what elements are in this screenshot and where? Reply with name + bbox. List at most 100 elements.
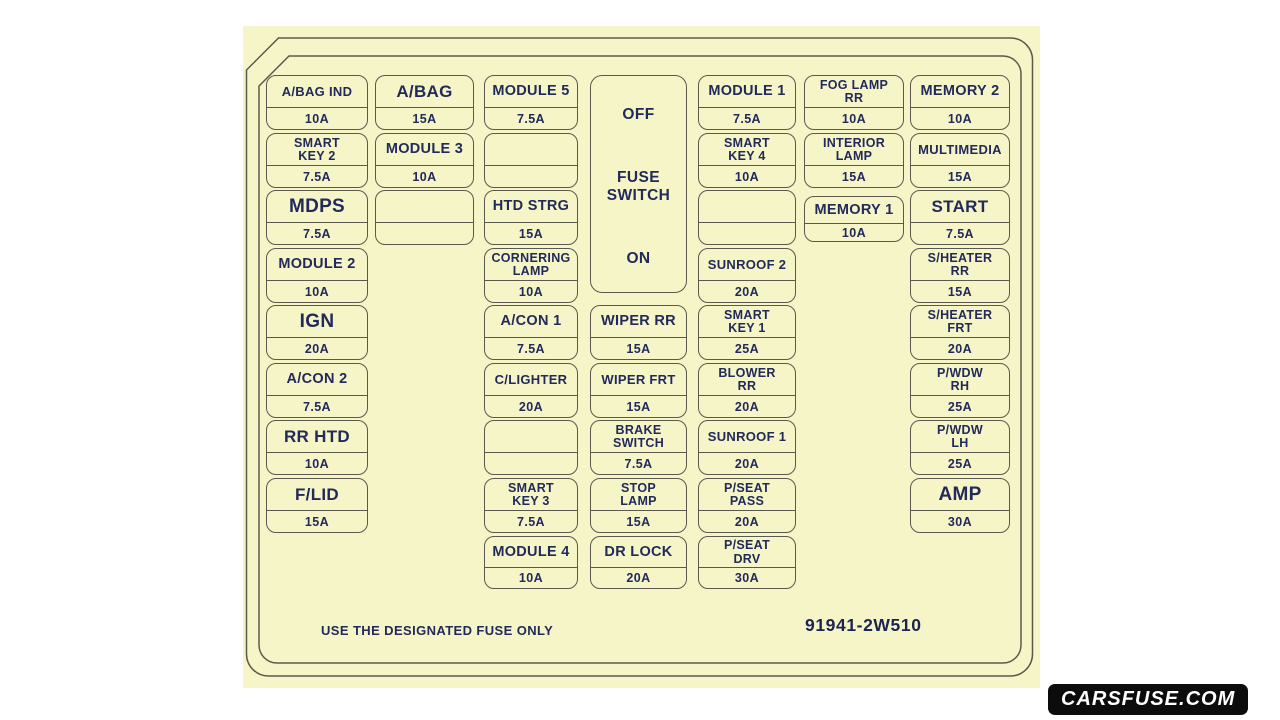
- fuse-amp-rating: 10A: [267, 452, 367, 474]
- fuse-label: P/WDW LH: [937, 422, 983, 450]
- fuse-amp-rating: 25A: [911, 395, 1009, 417]
- fuse-amp-rating: 20A: [699, 395, 795, 417]
- fuse-amp-rating: 7.5A: [267, 165, 367, 187]
- fuse-amp-rating: 7.5A: [699, 107, 795, 129]
- fuse-label: A/BAG: [396, 81, 453, 101]
- fuse-label: MODULE 1: [708, 83, 786, 100]
- fuse-label: IGN: [299, 310, 335, 332]
- fuse-amp-rating: 10A: [267, 107, 367, 129]
- fuse-amp-rating: 10A: [805, 107, 903, 129]
- fuse-switch-on-label: ON: [626, 250, 651, 267]
- panel-outline-inner: [258, 55, 1022, 664]
- fuse-label: SUNROOF 1: [707, 428, 787, 444]
- fuse-label: SMART KEY 1: [724, 307, 770, 335]
- fuse-amp-rating: 15A: [805, 165, 903, 187]
- fuse-amp-rating: 7.5A: [485, 510, 577, 532]
- panel-outline: [245, 37, 1034, 677]
- fuse-box-empty: [375, 190, 474, 245]
- fuse-label: A/CON 2: [286, 371, 348, 388]
- fuse-amp-rating: 10A: [485, 567, 577, 588]
- fuse-label: A/CON 1: [500, 313, 562, 330]
- fuse-amp-rating: 15A: [591, 395, 686, 417]
- fuse-box-empty: [484, 420, 578, 475]
- fuse-label: MEMORY 2: [920, 83, 1000, 100]
- fuse-box-module-4: MODULE 4 10A: [484, 536, 578, 589]
- fuse-label: SMART KEY 4: [724, 135, 770, 163]
- fuse-amp-rating: 10A: [911, 107, 1009, 129]
- fuse-label: FOG LAMP RR: [819, 77, 889, 105]
- fuse-box-module-5: MODULE 5 7.5A: [484, 75, 578, 130]
- fuse-label: RR HTD: [283, 426, 350, 446]
- fuse-label: AMP: [938, 483, 982, 505]
- fuse-box-a-bag: A/BAG 15A: [375, 75, 474, 130]
- fuse-amp-rating: [376, 222, 473, 244]
- carsfuse-watermark-badge: CARSFUSE.COM: [1048, 684, 1249, 715]
- fuse-amp-rating: 10A: [485, 280, 577, 302]
- fuse-box-empty: [698, 190, 796, 245]
- fuse-amp-rating: [699, 222, 795, 244]
- fuse-label: P/SEAT PASS: [723, 480, 771, 508]
- fuse-amp-rating: 10A: [699, 165, 795, 187]
- fuse-label: CORNERING LAMP: [491, 250, 571, 278]
- fuse-amp-rating: 7.5A: [485, 337, 577, 359]
- fuse-amp-rating: 15A: [591, 337, 686, 359]
- fuse-amp-rating: 7.5A: [267, 395, 367, 417]
- fuse-switch-box: OFF FUSE SWITCH ON: [590, 75, 687, 293]
- fuse-label: DR LOCK: [604, 543, 673, 560]
- fuse-amp-rating: 15A: [911, 280, 1009, 302]
- fuse-label: S/HEATER FRT: [927, 307, 993, 335]
- fuse-box-wiper-rr: WIPER RR 15A: [590, 305, 687, 360]
- fuse-label: C/LIGHTER: [494, 371, 568, 387]
- fuse-label: MODULE 3: [385, 141, 464, 158]
- fuse-label: MODULE 5: [492, 83, 570, 100]
- fuse-label: MODULE 4: [492, 543, 570, 560]
- fuse-amp-rating: 15A: [591, 510, 686, 532]
- fuse-label: WIPER RR: [601, 313, 676, 330]
- fuse-amp-rating: 25A: [911, 452, 1009, 474]
- fuse-label: MODULE 2: [278, 256, 356, 273]
- fuse-label: [376, 191, 473, 222]
- panel-outline-outer: [245, 37, 1034, 677]
- fuse-amp-rating: 15A: [376, 107, 473, 129]
- fuse-amp-rating: 15A: [267, 510, 367, 532]
- fuse-amp-rating: 10A: [267, 280, 367, 302]
- fuse-label: MDPS: [288, 195, 346, 217]
- fuse-box-module-2: MODULE 2 10A: [266, 248, 368, 303]
- fuse-box-empty: [484, 133, 578, 188]
- fuse-label: BRAKE SWITCH: [612, 422, 665, 450]
- fuse-label: SMART KEY 2: [294, 135, 340, 163]
- fuse-label: F/LID: [295, 484, 339, 504]
- fuse-amp-rating: 15A: [485, 222, 577, 244]
- fuse-box-module-1: MODULE 1 7.5A: [698, 75, 796, 130]
- fuse-box-a-con-1: A/CON 1 7.5A: [484, 305, 578, 360]
- fuse-amp-rating: 7.5A: [485, 107, 577, 129]
- fuse-amp-rating: 10A: [805, 223, 903, 241]
- fuse-amp-rating: 30A: [699, 567, 795, 588]
- fuse-amp-rating: 20A: [911, 337, 1009, 359]
- fuse-label: START: [931, 196, 989, 216]
- fuse-amp-rating: 25A: [699, 337, 795, 359]
- fuse-label: MEMORY 1: [814, 201, 894, 218]
- fuse-amp-rating: [485, 165, 577, 187]
- fuse-label: STOP LAMP: [620, 480, 657, 508]
- fuse-amp-rating: 15A: [911, 165, 1009, 187]
